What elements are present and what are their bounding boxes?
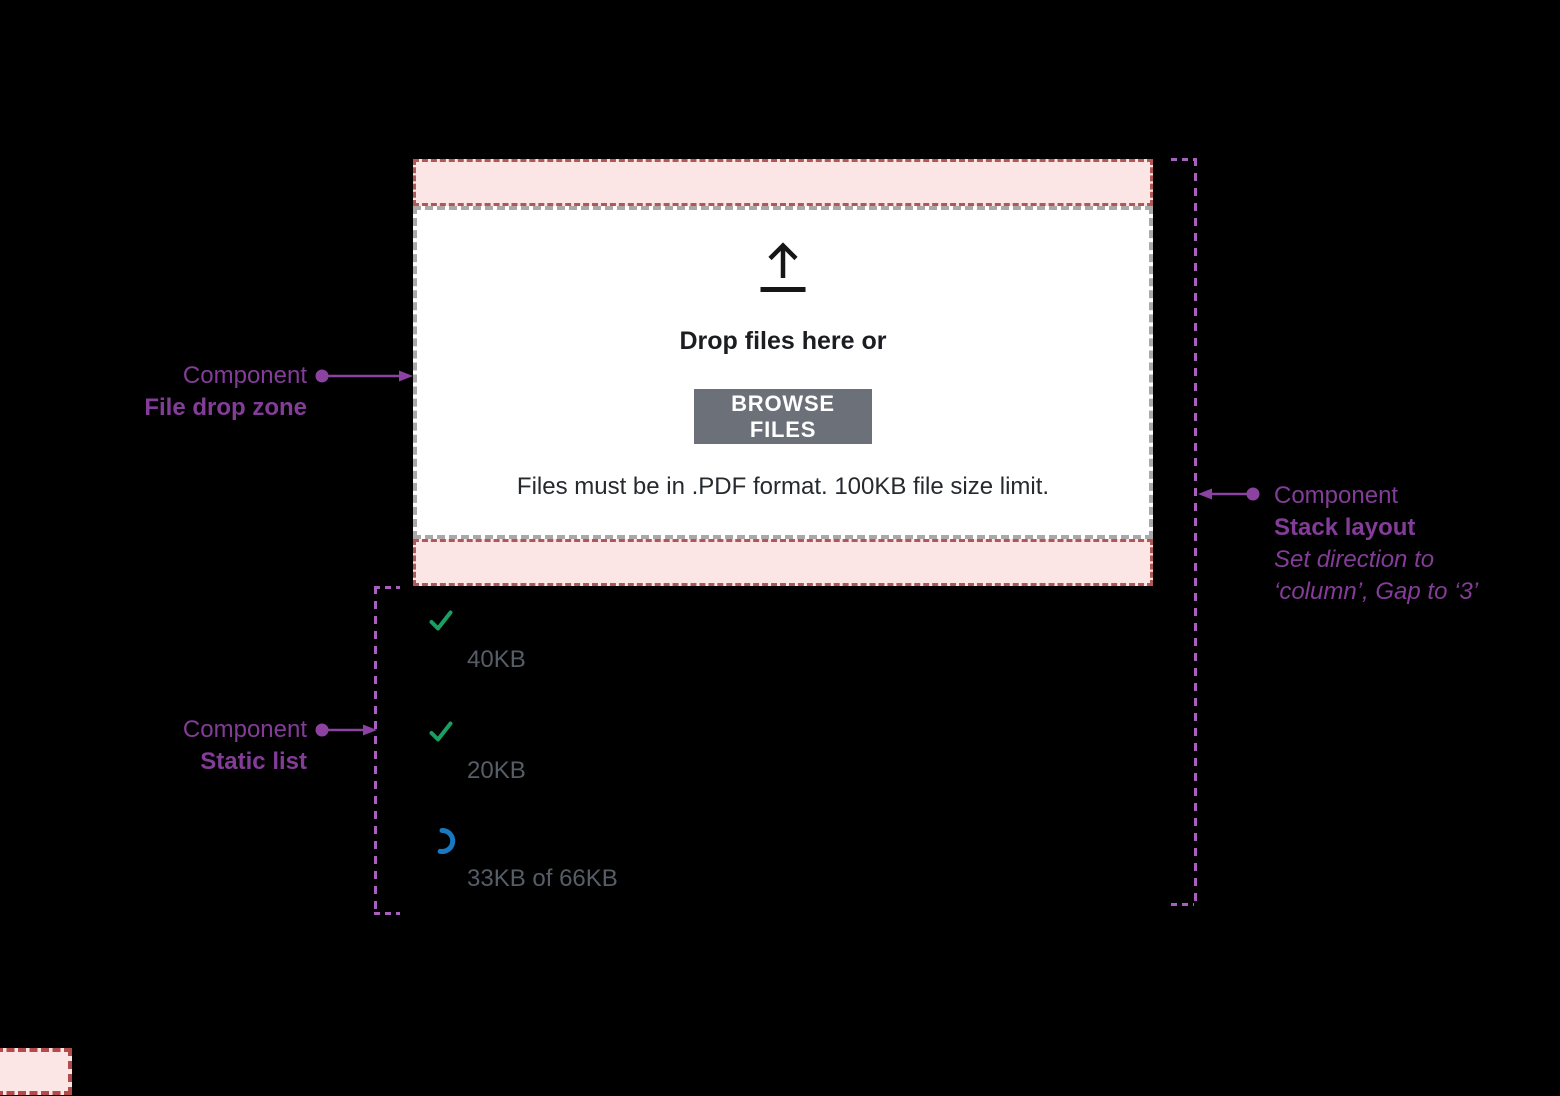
dropzone-heading: Drop files here or — [679, 327, 887, 355]
callout-file-drop-zone: Component File drop zone — [60, 360, 307, 424]
check-icon — [428, 608, 454, 634]
static-list-guide-tick-top — [374, 586, 400, 589]
callout-title: Stack layout — [1274, 514, 1416, 541]
arrow-left-icon — [1198, 486, 1260, 502]
pink-placeholder-top — [413, 159, 1153, 206]
callout-static-list: Component Static list — [60, 714, 307, 778]
stack-layout-guide-tick-top — [1171, 158, 1194, 161]
pink-placeholder-bottom — [413, 539, 1153, 586]
file-drop-zone[interactable]: Drop files here or BROWSE FILES Files mu… — [413, 206, 1153, 539]
upload-arrow-icon — [759, 240, 807, 292]
file-size-label: 20KB — [467, 757, 526, 784]
spinner-icon — [428, 827, 456, 855]
file-size-label: 40KB — [467, 646, 526, 673]
pink-placeholder-corner — [0, 1048, 72, 1095]
callout-eyebrow: Component — [182, 362, 307, 389]
callout-title: Static list — [200, 748, 307, 775]
dropzone-note: Files must be in .PDF format. 100KB file… — [516, 473, 1050, 500]
stack-layout-guide-tick-bottom — [1171, 903, 1194, 906]
static-list-guide-tick-bottom — [374, 912, 400, 915]
callout-note-line1: Set direction to — [1274, 546, 1435, 573]
arrow-right-icon — [315, 722, 378, 738]
static-list-guide-line — [374, 586, 377, 915]
callout-eyebrow: Component — [1274, 482, 1399, 509]
callout-title: File drop zone — [144, 394, 307, 421]
dropzone-stack: Drop files here or BROWSE FILES Files mu… — [413, 159, 1153, 586]
file-size-label: 33KB of 66KB — [467, 865, 618, 892]
browse-files-button[interactable]: BROWSE FILES — [694, 389, 872, 444]
stack-layout-guide-line — [1194, 158, 1197, 906]
callout-eyebrow: Component — [182, 716, 307, 743]
list-item: 40KB — [428, 608, 728, 688]
callout-note-line2: ‘column’, Gap to ‘3’ — [1274, 578, 1479, 605]
list-item: 33KB of 66KB — [428, 827, 728, 907]
callout-stack-layout: Component Stack layout Set direction to … — [1274, 480, 1478, 608]
list-item: 20KB — [428, 719, 728, 799]
check-icon — [428, 719, 454, 745]
arrow-right-icon — [315, 368, 414, 384]
